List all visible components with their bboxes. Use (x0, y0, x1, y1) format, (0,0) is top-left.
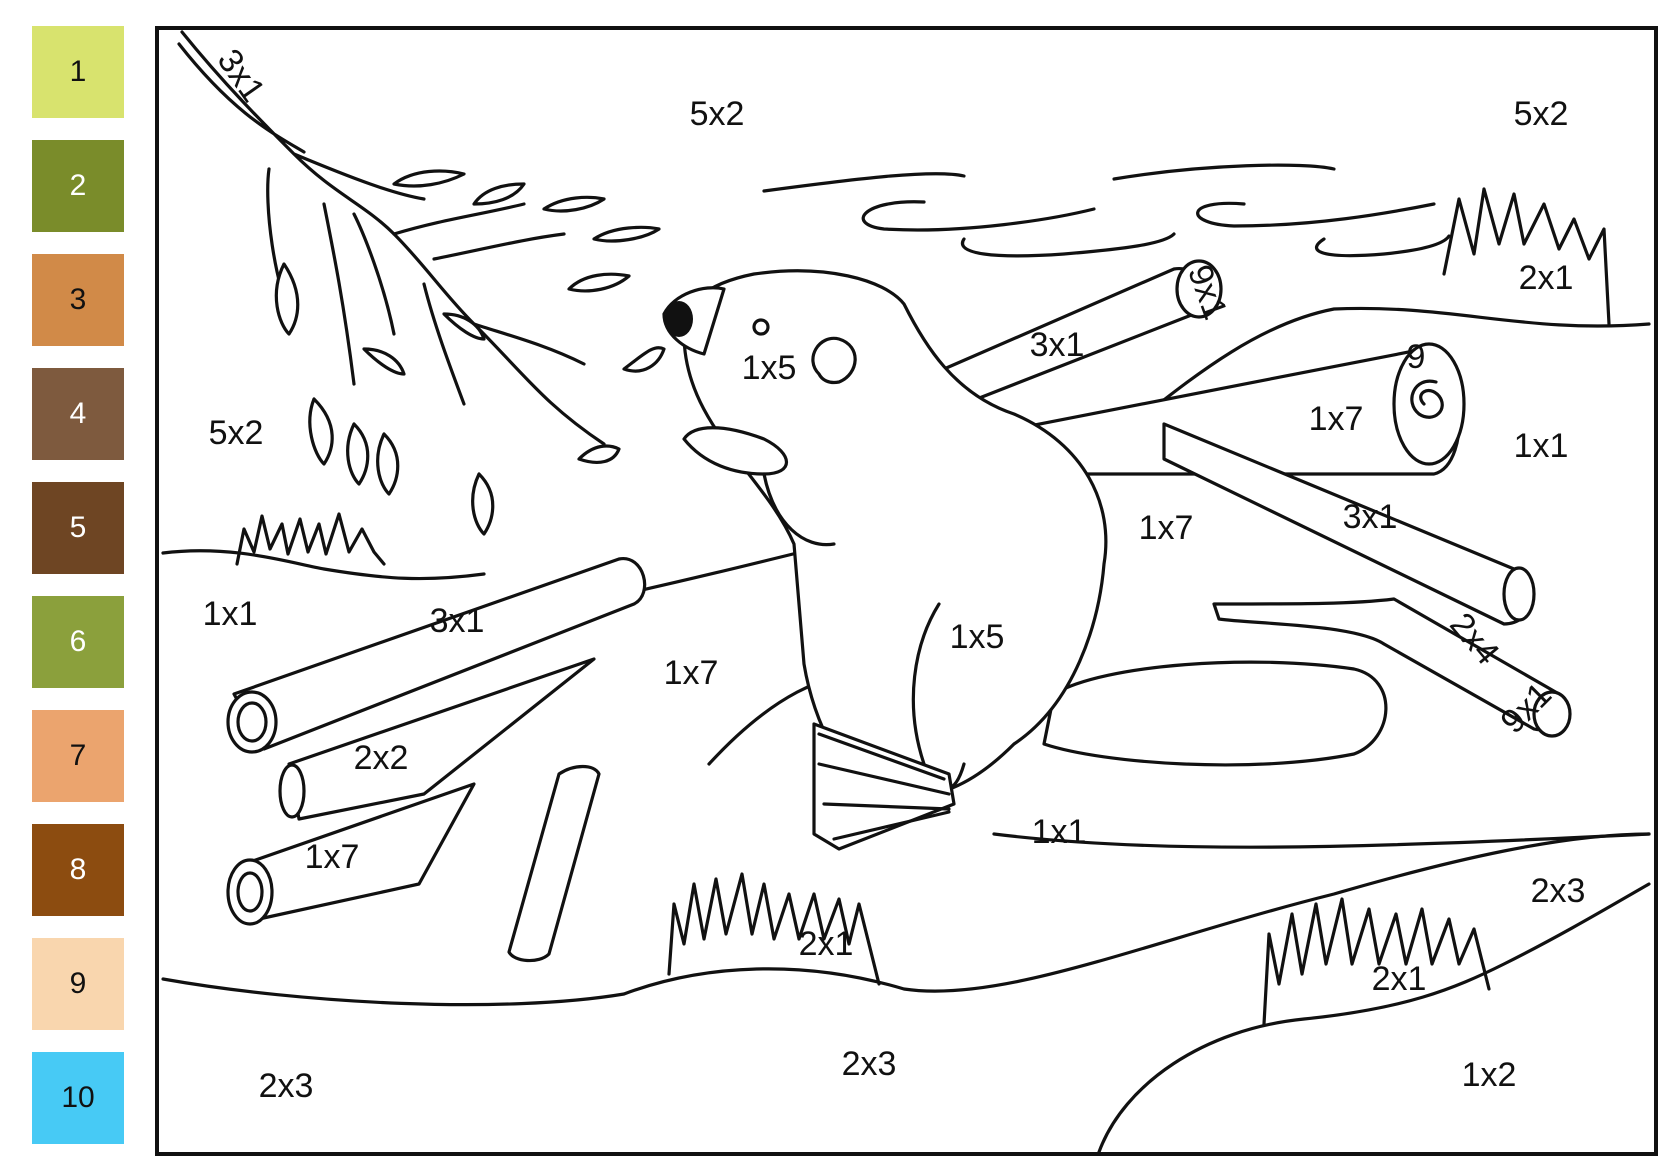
region-label-log-upper: 3x1 (1030, 326, 1085, 364)
region-label-beaver-body: 1x5 (950, 618, 1005, 656)
bank-line (161, 832, 1651, 1007)
beaver-ear (811, 336, 857, 385)
region-label-grass-top-right: 2x1 (1519, 259, 1574, 297)
palette-swatch-8: 8 (32, 824, 124, 916)
bank-line-lower (1097, 882, 1651, 1152)
region-label-ground-mid: 1x7 (664, 654, 719, 692)
palette-swatch-1: 1 (32, 26, 124, 118)
ground-line-left (161, 549, 486, 581)
number-labels: 5x2 5x2 5x2 3x1 9x1 9 9x1 3x1 1x5 1x5 1x7 3x1 1x1 1x7… (203, 42, 1586, 1105)
beaver-paw-front (682, 426, 789, 476)
region-label-ground-right-top: 1x1 (1514, 427, 1569, 465)
grass-mid (667, 872, 881, 986)
region-label-ground-bottom-center: 1x1 (1032, 813, 1087, 851)
region-label-bank-bottom-left: 2x3 (259, 1067, 314, 1105)
branch-right-end (1532, 690, 1572, 738)
palette-swatch-7: 7 (32, 710, 124, 802)
palette-swatch-5: 5 (32, 482, 124, 574)
beaver-toes (817, 732, 951, 841)
region-label-log-end-top: 9x1 (1180, 260, 1234, 325)
palette-number: 10 (61, 1081, 95, 1114)
region-label-log-right-mid: 3x1 (1343, 498, 1398, 536)
beaver-nose (665, 301, 693, 337)
log-left-bottom-ring (236, 871, 264, 913)
palette-number: 7 (69, 739, 87, 772)
grass-top-right (1442, 187, 1611, 326)
log-left-long (232, 557, 647, 751)
region-label-log-left-long: 3x1 (430, 602, 485, 640)
region-label-sky-top-mid: 5x2 (690, 95, 745, 133)
ripple-5 (1196, 201, 1436, 228)
ripple-6 (1314, 234, 1451, 258)
coloring-picture: 5x2 5x2 5x2 3x1 9x1 9 9x1 3x1 1x5 1x5 1x7 3x1 1x1 1x7… (155, 26, 1658, 1156)
stick (507, 764, 601, 963)
palette-number: 3 (69, 283, 87, 316)
region-label-sky-left: 5x2 (209, 414, 264, 452)
region-label-grass-mid: 2x1 (799, 925, 854, 963)
palette-number: 6 (69, 625, 87, 658)
region-label-ground-center: 1x7 (1139, 509, 1194, 547)
region-label-branch-right: 2x4 (1442, 606, 1506, 672)
region-label-bank-bottom-mid: 2x3 (842, 1045, 897, 1083)
beaver-eye (752, 318, 770, 336)
log-ring (1410, 379, 1444, 419)
palette-swatch-10: 10 (32, 1052, 124, 1144)
ripple-2 (861, 200, 1096, 232)
log-left-long-end (226, 690, 278, 754)
grass-left (235, 512, 386, 566)
region-label-branch-top: 3x1 (210, 42, 273, 109)
leaves (274, 169, 666, 536)
region-label-sky-top-right: 5x2 (1514, 95, 1569, 133)
log-right-mid-end (1502, 566, 1536, 622)
beaver-tail (1042, 660, 1388, 767)
palette-number: 5 (69, 511, 87, 544)
palette-number: 1 (69, 55, 87, 88)
palette-swatch-3: 3 (32, 254, 124, 346)
palette-number: 2 (69, 169, 87, 202)
ground-front-2 (992, 832, 1651, 849)
region-label-beaver-head: 1x5 (742, 349, 797, 387)
region-label-log-left-mid: 2x2 (354, 739, 409, 777)
ripple-1 (762, 172, 966, 193)
region-label-ground-left: 1x1 (203, 595, 258, 633)
region-label-bank-bottom-right: 1x2 (1462, 1056, 1517, 1094)
palette-swatch-2: 2 (32, 140, 124, 232)
log-upper-end (1175, 259, 1223, 319)
palette-swatch-4: 4 (32, 368, 124, 460)
grass-right (1262, 897, 1491, 1026)
beaver-arm (762, 472, 836, 547)
palette-number: 8 (69, 853, 87, 886)
log-left-bottom-end (226, 858, 274, 926)
region-label-bank-right: 2x3 (1531, 872, 1586, 910)
beaver-line-art (161, 30, 1651, 1152)
palette-number: 4 (69, 397, 87, 430)
log-right-upper-end (1392, 342, 1466, 466)
beaver (662, 269, 1388, 851)
region-label-log-left-bottom: 1x7 (305, 838, 360, 876)
palette-swatch-6: 6 (32, 596, 124, 688)
region-label-log-right-upper: 1x7 (1309, 400, 1364, 438)
log-left-long-ring (236, 701, 268, 743)
log-left-mid-end (278, 763, 306, 819)
beaver-hind-foot (812, 722, 956, 851)
region-label-grass-right: 2x1 (1372, 960, 1427, 998)
palette-swatch-9: 9 (32, 938, 124, 1030)
region-label-log-end-right: 9 (1407, 338, 1426, 376)
branch (177, 30, 606, 446)
palette-number: 9 (69, 967, 87, 1000)
branch-twigs (266, 167, 586, 406)
region-label-log-end-lower-right: 9x1 (1493, 675, 1559, 741)
ripple-4 (1112, 163, 1336, 181)
ripple-3 (960, 232, 1176, 258)
